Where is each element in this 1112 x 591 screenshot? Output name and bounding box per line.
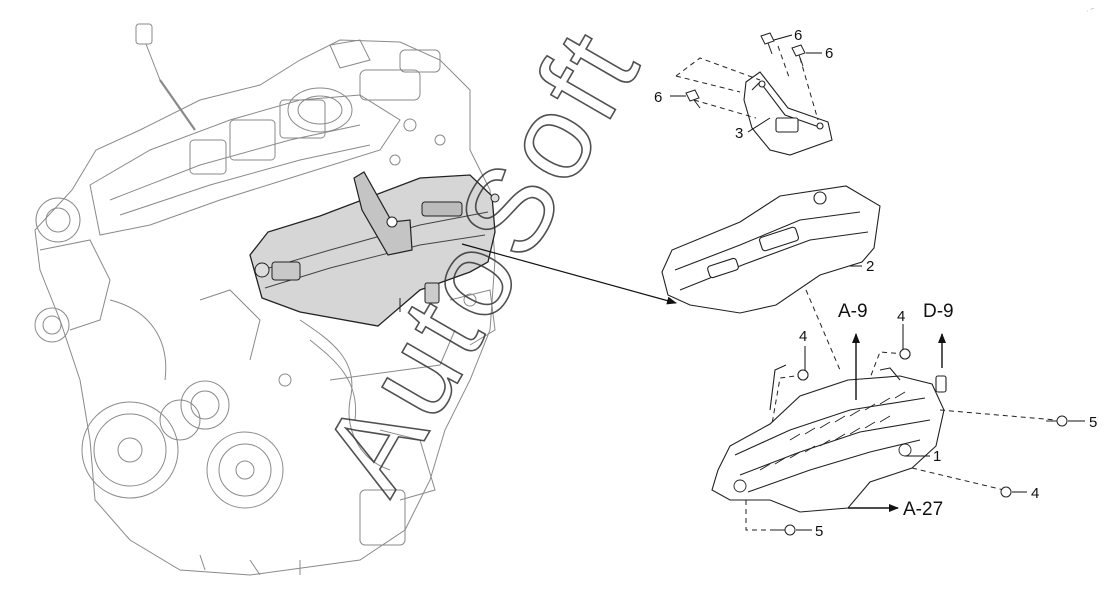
part-1-intake-manifold (711, 348, 947, 513)
callout-1: 1 (933, 448, 941, 465)
callout-3: 3 (735, 125, 743, 142)
ref-label-d9: D-9 (923, 301, 954, 322)
bolt-5-right (1046, 415, 1068, 427)
bolt-5-bottom (775, 524, 796, 536)
ac-pulley (206, 431, 284, 509)
part-3-bracket (743, 71, 833, 156)
callout-5-right: 5 (1089, 414, 1097, 431)
callout-4-right: 4 (1031, 485, 1039, 502)
assembly-leader-arrow (461, 243, 677, 305)
callout-leaders (670, 34, 1085, 531)
ref-label-a27: A-27 (903, 499, 943, 520)
crank-pulley (81, 401, 179, 499)
callout-2: 2 (866, 258, 874, 275)
nut-dashed-guides (745, 351, 1057, 531)
callout-4-middle: 4 (897, 308, 905, 325)
cover-dashed-guide (805, 289, 841, 371)
nut-4-left (797, 369, 809, 381)
dipstick (135, 23, 196, 131)
corner-mark: · ~ (1085, 6, 1095, 15)
manifold-runner-detail (733, 391, 912, 493)
bolt-6-left (685, 89, 701, 109)
callout-6-right: 6 (825, 45, 833, 62)
bolt-6-right (791, 44, 806, 67)
callout-5-bottom: 5 (815, 523, 823, 540)
nut-4-middle (899, 348, 911, 360)
callout-6-top: 6 (794, 27, 802, 44)
engine-block-outline (34, 39, 496, 576)
bolt-6-top (760, 32, 775, 55)
engine-assembly (34, 23, 496, 576)
part-2-cover (661, 185, 881, 314)
callout-6-left: 6 (654, 89, 662, 106)
highlighted-manifold-on-engine (249, 171, 500, 327)
ref-label-a9: A-9 (838, 301, 868, 322)
nut-4-right (1000, 486, 1012, 498)
callout-4-left: 4 (799, 328, 807, 345)
bracket-dashed-guides (675, 45, 819, 121)
